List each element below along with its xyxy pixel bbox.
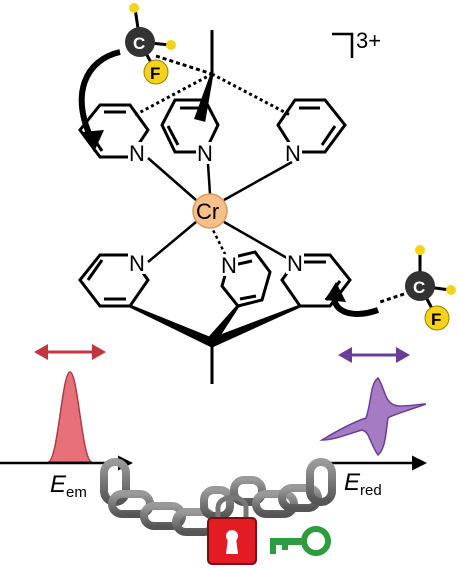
top-fluorine-label: F bbox=[150, 64, 160, 83]
chain-icon bbox=[100, 458, 336, 536]
complex-charge: 3+ bbox=[356, 28, 381, 53]
reduction-axis-subscript: red bbox=[360, 482, 382, 499]
upper-tripodal-ligand bbox=[78, 30, 347, 159]
upper-middle-nitrogen: N bbox=[197, 141, 213, 166]
coordination-bonds bbox=[147, 157, 295, 264]
reduction-axis-label: E bbox=[344, 469, 361, 496]
top-cf-substituent: C F bbox=[78, 3, 213, 152]
top-carbon-label: C bbox=[133, 34, 145, 53]
padlock-icon bbox=[207, 495, 257, 565]
reduction-double-arrow-icon bbox=[338, 347, 410, 363]
emission-double-arrow-icon bbox=[34, 344, 106, 360]
lower-right-nitrogen: N bbox=[287, 251, 303, 276]
reduction-panel: E red bbox=[319, 347, 427, 499]
lower-left-nitrogen: N bbox=[129, 251, 145, 276]
top-carbon-atom bbox=[125, 27, 155, 57]
emission-axis-label: E bbox=[50, 471, 67, 498]
lower-tripodal-ligand bbox=[78, 250, 352, 384]
right-fluorine-atom bbox=[424, 305, 450, 331]
right-fluorine-label: F bbox=[431, 310, 441, 329]
emission-axis-subscript: em bbox=[66, 484, 87, 501]
cyclic-voltammogram bbox=[319, 376, 427, 457]
right-carbon-atom bbox=[405, 271, 435, 301]
upper-right-nitrogen: N bbox=[285, 141, 301, 166]
upper-left-nitrogen: N bbox=[129, 141, 145, 166]
charge-bracket: 3+ bbox=[332, 28, 381, 58]
chromium-label: Cr bbox=[196, 199, 219, 224]
top-fluorine-atom bbox=[143, 59, 169, 85]
chromium-atom bbox=[192, 193, 228, 229]
right-carbon-label: C bbox=[413, 278, 425, 297]
lower-middle-nitrogen: N bbox=[221, 253, 237, 278]
emission-peak bbox=[47, 371, 93, 463]
key-icon bbox=[270, 526, 331, 556]
right-cf-substituent: C F bbox=[325, 245, 456, 331]
emission-panel: E em bbox=[0, 344, 133, 501]
